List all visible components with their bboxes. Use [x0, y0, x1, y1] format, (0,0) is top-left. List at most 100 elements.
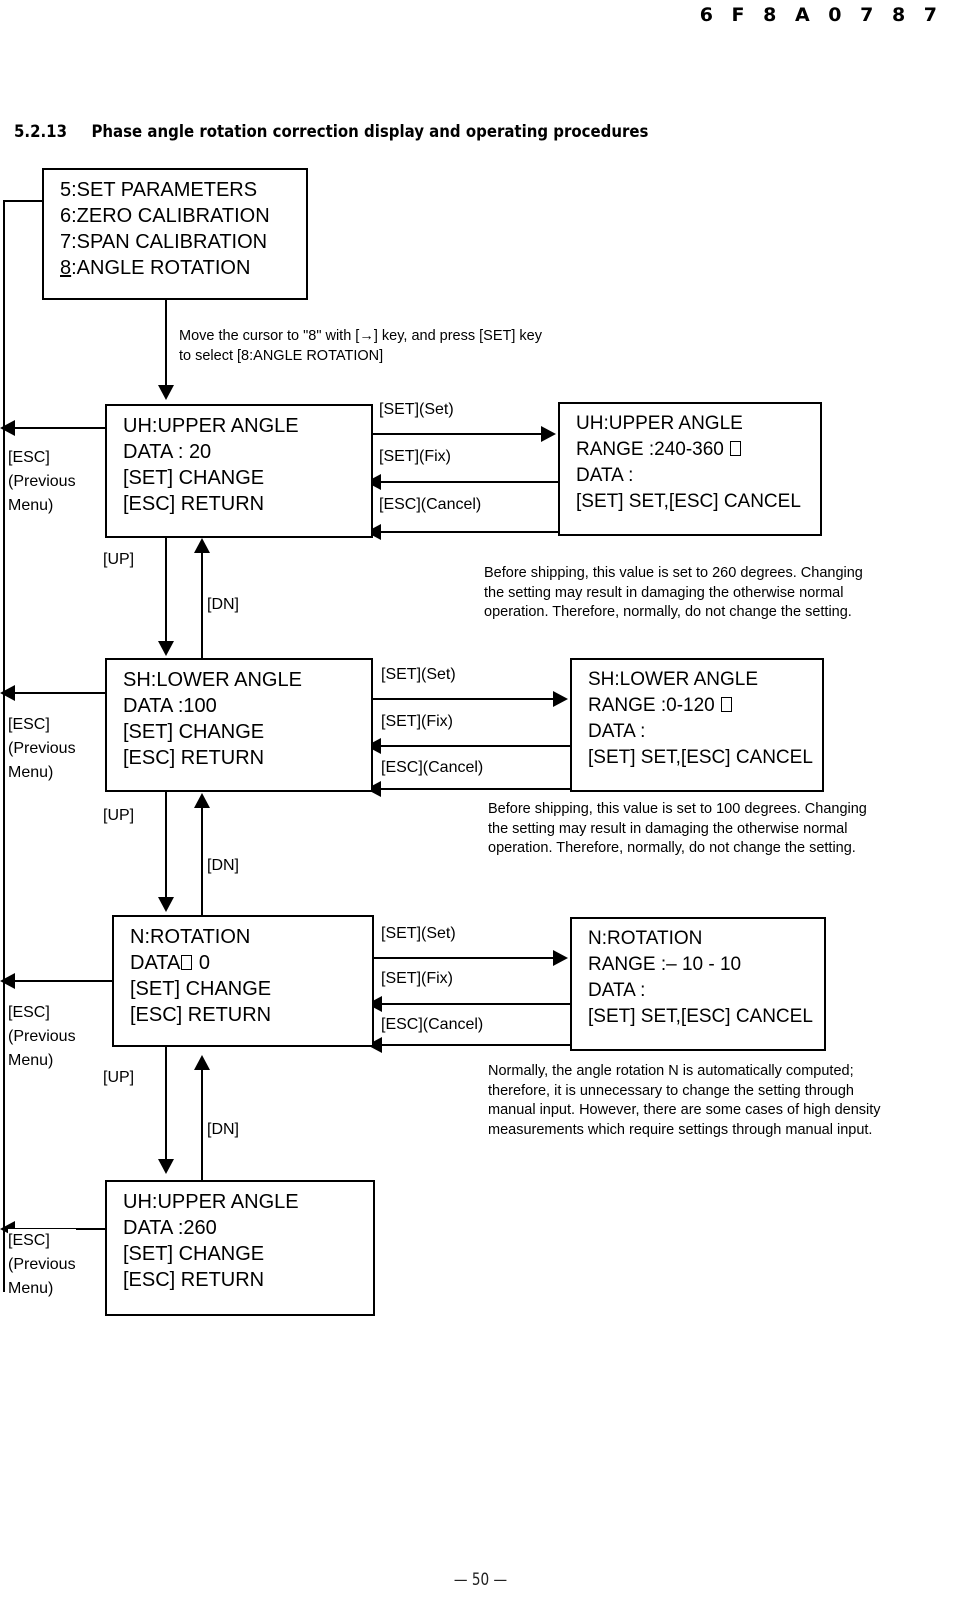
lcd-edit-title: SH:LOWER ANGLE	[588, 669, 758, 690]
step-upper-angle-main-box: UH:UPPER ANGLE DATA : 20 [SET] CHANGE [E…	[105, 404, 373, 538]
connector-step3-set	[374, 957, 555, 959]
connector-step1-esc	[3, 427, 107, 429]
lcd-change: [SET] CHANGE	[123, 721, 265, 743]
lcd-change: [SET] CHANGE	[123, 1243, 265, 1265]
label-step1-esc-previous: [ESC] (Previous Menu)	[8, 446, 76, 518]
label-step4-esc-previous: [ESC] (Previous Menu)	[8, 1229, 76, 1301]
connector-step3-down	[165, 1047, 167, 1159]
lcd-title: N:ROTATION	[130, 926, 251, 948]
label-up-2: [UP]	[103, 805, 135, 826]
label-up-3: [UP]	[103, 1067, 135, 1088]
lcd-return: [ESC] RETURN	[123, 747, 265, 769]
menu-line-2: 6:ZERO CALIBRATION	[60, 205, 270, 227]
page-footer: — 50 —	[453, 1570, 508, 1590]
label-up-1: [UP]	[103, 549, 135, 570]
step-upper-angle-final-box: UH:UPPER ANGLE DATA :260 [SET] CHANGE [E…	[105, 1180, 375, 1316]
arrow-right-step2-set	[553, 691, 568, 707]
lcd-return: [ESC] RETURN	[123, 493, 265, 515]
note-lower-angle: Before shipping, this value is set to 10…	[488, 801, 867, 856]
arrow-left-step2-esc	[0, 685, 15, 701]
lcd-return: [ESC] RETURN	[123, 1269, 265, 1291]
label-step2-fix: [SET](Fix)	[381, 711, 453, 732]
connector-step4-up	[201, 1068, 203, 1188]
label-step2-cancel: [ESC](Cancel)	[381, 757, 484, 778]
lcd-edit-title: UH:UPPER ANGLE	[576, 413, 743, 434]
arrow-right-step3-set	[553, 950, 568, 966]
arrow-right-step1-set	[541, 426, 556, 442]
connector-menu-to-step1	[165, 300, 167, 392]
step-upper-angle-edit-box: UH:UPPER ANGLE RANGE :240-360 DATA : [SE…	[558, 402, 822, 536]
connector-step3-up	[201, 806, 203, 922]
lcd-edit-range: RANGE :– 10 - 10	[588, 954, 742, 975]
lcd-edit-data: DATA :	[576, 465, 634, 486]
section-number: 5.2.13	[14, 122, 68, 142]
step-upper-angle-edit-lines: UH:UPPER ANGLE RANGE :240-360 DATA : [SE…	[576, 411, 801, 515]
connector-step2-fix	[373, 745, 570, 747]
connector-step2-set	[373, 698, 555, 700]
degree-symbol-box-icon	[721, 697, 732, 712]
step-lower-angle-main-lines: SH:LOWER ANGLE DATA :100 [SET] CHANGE [E…	[123, 667, 302, 771]
arrow-left-step3-esc	[0, 973, 15, 989]
step-lower-angle-edit-box: SH:LOWER ANGLE RANGE :0-120 DATA : [SET]…	[570, 658, 824, 792]
arrow-down-step3-to-step4	[158, 1159, 174, 1174]
connector-step2-cancel	[373, 788, 570, 790]
arrow-down-step2-to-step3	[158, 897, 174, 912]
lcd-edit-title: N:ROTATION	[588, 928, 703, 949]
menu-cursor-char: 8	[60, 257, 72, 279]
menu-line-1: 5:SET PARAMETERS	[60, 179, 258, 201]
menu-screen-lines: 5:SET PARAMETERS 6:ZERO CALIBRATION 7:SP…	[60, 177, 270, 281]
lcd-change: [SET] CHANGE	[130, 978, 272, 1000]
label-step1-set: [SET](Set)	[379, 399, 454, 420]
fullwidth-colon-box-icon	[181, 955, 193, 970]
connector-step3-fix	[374, 1003, 570, 1005]
label-step1-fix: [SET](Fix)	[379, 446, 451, 467]
lcd-edit-confirm: [SET] SET,[ESC] CANCEL	[588, 747, 813, 768]
label-step2-set: [SET](Set)	[381, 664, 456, 685]
connector-step3-cancel	[374, 1044, 570, 1046]
lcd-data: DATA : 20	[123, 441, 212, 463]
connector-step2-esc	[3, 692, 107, 694]
step-lower-angle-main-box: SH:LOWER ANGLE DATA :100 [SET] CHANGE [E…	[105, 658, 373, 792]
label-step3-esc-previous: [ESC] (Previous Menu)	[8, 1001, 76, 1073]
connector-step1-fix	[373, 481, 558, 483]
esc-return-trunk	[3, 200, 5, 1292]
lcd-change: [SET] CHANGE	[123, 467, 265, 489]
menu-line-4-rest: :ANGLE ROTATION	[71, 257, 251, 279]
label-dn-3: [DN]	[207, 1119, 239, 1140]
lcd-edit-data: DATA :	[588, 721, 646, 742]
lcd-data-suffix: 0	[193, 952, 211, 974]
label-dn-1: [DN]	[207, 594, 239, 615]
connector-step1-down	[165, 538, 167, 648]
note-upper-angle: Before shipping, this value is set to 26…	[484, 565, 863, 620]
lcd-data: DATA :260	[123, 1217, 217, 1239]
arrow-down-menu-to-step1	[158, 385, 174, 400]
lcd-return: [ESC] RETURN	[130, 1004, 272, 1026]
lcd-edit-confirm: [SET] SET,[ESC] CANCEL	[588, 1006, 813, 1027]
step-upper-angle-main-lines: UH:UPPER ANGLE DATA : 20 [SET] CHANGE [E…	[123, 413, 299, 517]
step-lower-angle-edit-lines: SH:LOWER ANGLE RANGE :0-120 DATA : [SET]…	[588, 667, 813, 771]
label-step3-set: [SET](Set)	[381, 923, 456, 944]
lcd-edit-data: DATA :	[588, 980, 646, 1001]
lcd-title: SH:LOWER ANGLE	[123, 669, 302, 691]
connector-step2-up	[201, 551, 203, 666]
note-rotation: Normally, the angle rotation N is automa…	[488, 1063, 881, 1138]
esc-return-to-menu	[3, 200, 43, 202]
lcd-data-prefix: DATA	[130, 952, 181, 974]
step-rotation-main-lines: N:ROTATION DATA 0 [SET] CHANGE [ESC] RET…	[130, 924, 271, 1028]
step-upper-angle-final-lines: UH:UPPER ANGLE DATA :260 [SET] CHANGE [E…	[123, 1189, 299, 1293]
connector-step1-cancel	[373, 531, 558, 533]
arrow-left-step1-esc	[0, 420, 15, 436]
label-dn-2: [DN]	[207, 855, 239, 876]
lcd-edit-range: RANGE :0-120	[588, 695, 720, 716]
lcd-edit-confirm: [SET] SET,[ESC] CANCEL	[576, 491, 801, 512]
lcd-title: UH:UPPER ANGLE	[123, 1191, 299, 1213]
label-step1-cancel: [ESC](Cancel)	[379, 494, 482, 515]
menu-line-3: 7:SPAN CALIBRATION	[60, 231, 268, 253]
step-rotation-edit-box: N:ROTATION RANGE :– 10 - 10 DATA : [SET]…	[570, 917, 826, 1051]
connector-step3-esc	[3, 980, 114, 982]
lcd-title: UH:UPPER ANGLE	[123, 415, 299, 437]
arrow-up-step2-to-step1	[194, 538, 210, 553]
select-instruction-text: Move the cursor to "8" with [→] key, and…	[179, 328, 542, 364]
arrow-up-step4-to-step3	[194, 1055, 210, 1070]
